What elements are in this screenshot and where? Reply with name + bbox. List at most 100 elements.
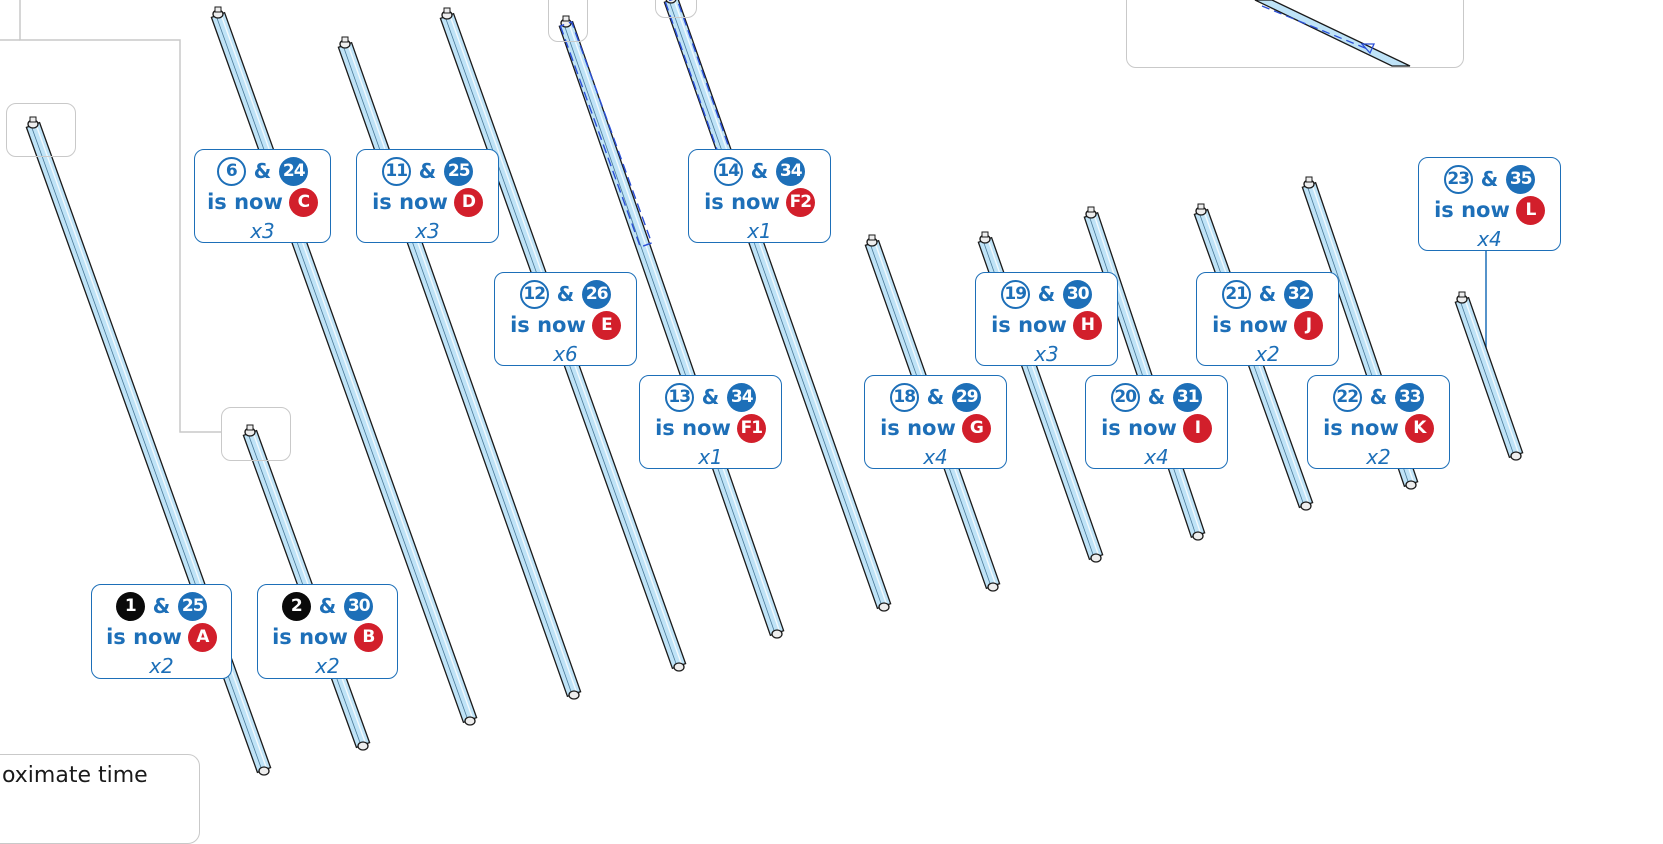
quantity-text: x4: [1144, 445, 1169, 469]
part-letter-badge: I: [1182, 413, 1212, 443]
ampersand: &: [1369, 385, 1388, 409]
old-part-number-badge: 6: [216, 156, 246, 186]
is-now-text: is now: [880, 416, 956, 440]
old-part-number-badge: 14: [713, 156, 743, 186]
is-now-text: is now: [1101, 416, 1177, 440]
part-letter-badge: L: [1515, 195, 1545, 225]
quantity-text: x3: [415, 219, 440, 243]
part-letter-badge: C: [288, 187, 318, 217]
quantity-text: x4: [1477, 227, 1502, 251]
part-ref-row: 13&34: [640, 380, 781, 414]
part-letter-badge: E: [591, 310, 621, 340]
part-letter-badge: J: [1293, 310, 1323, 340]
new-part-number-badge: 31: [1173, 382, 1203, 412]
highlight-outline: [664, 0, 734, 163]
quantity-text: x3: [250, 219, 275, 243]
metal-rod: [1454, 291, 1524, 461]
metal-rod: [558, 15, 785, 639]
is-now-text: is now: [1323, 416, 1399, 440]
part-letter-badge: H: [1072, 310, 1102, 340]
is-now-text: is now: [106, 625, 182, 649]
quantity-text: x1: [698, 445, 723, 469]
ampersand: &: [750, 159, 769, 183]
quantity-text: x3: [1034, 342, 1059, 366]
part-ref-row: 1&25: [92, 589, 231, 623]
old-part-number-badge: 2: [281, 591, 311, 621]
old-part-number-badge: 20: [1110, 382, 1140, 412]
quantity-text: x4: [923, 445, 948, 469]
part-ref-row: 2&30: [258, 589, 397, 623]
part-letter-badge: D: [453, 187, 483, 217]
old-part-number-badge: 13: [664, 382, 694, 412]
quantity-text: x6: [553, 342, 578, 366]
new-part-number-badge: 29: [952, 382, 982, 412]
is-now-text: is now: [704, 190, 780, 214]
new-part-number-badge: 25: [444, 156, 474, 186]
rod-end-callout-box: [221, 407, 291, 461]
ampersand: &: [1147, 385, 1166, 409]
new-part-number-badge: 34: [727, 382, 757, 412]
detail-view-box: [1126, 0, 1464, 68]
part-letter-badge: G: [961, 413, 991, 443]
part-ref-row: 22&33: [1308, 380, 1449, 414]
quantity-text: x2: [149, 654, 174, 678]
new-part-number-badge: 32: [1284, 279, 1314, 309]
is-now-text: is now: [1212, 313, 1288, 337]
part-letter-badge: F2: [785, 187, 815, 217]
new-part-number-badge: 25: [178, 591, 208, 621]
old-part-number-badge: 1: [115, 591, 145, 621]
old-part-number-badge: 22: [1332, 382, 1362, 412]
ampersand: &: [1258, 282, 1277, 306]
ampersand: &: [1480, 167, 1499, 191]
ampersand: &: [253, 159, 272, 183]
ampersand: &: [556, 282, 575, 306]
rod-end-callout-box: [655, 0, 697, 18]
metal-rod: [1083, 206, 1206, 541]
part-ref-row: 11&25: [357, 154, 498, 188]
is-now-text: is now: [655, 416, 731, 440]
old-part-number-badge: 23: [1443, 164, 1473, 194]
part-letter-badge: B: [353, 622, 383, 652]
ampersand: &: [1037, 282, 1056, 306]
part-letter-badge: K: [1404, 413, 1434, 443]
is-now-text: is now: [991, 313, 1067, 337]
part-ref-row: 12&26: [495, 277, 636, 311]
detail-callout: [1254, 0, 1411, 67]
quantity-text: x2: [1255, 342, 1280, 366]
is-now-text: is now: [510, 313, 586, 337]
is-now-text: is now: [1434, 198, 1510, 222]
quantity-text: x2: [1366, 445, 1391, 469]
quantity-text: x2: [315, 654, 340, 678]
time-estimate-text: oximate time: [2, 763, 148, 788]
ampersand: &: [701, 385, 720, 409]
part-ref-row: 21&32: [1197, 277, 1338, 311]
ampersand: &: [152, 594, 171, 618]
ampersand: &: [418, 159, 437, 183]
ampersand: &: [318, 594, 337, 618]
new-part-number-badge: 34: [776, 156, 806, 186]
part-ref-row: 18&29: [865, 380, 1006, 414]
is-now-text: is now: [272, 625, 348, 649]
part-ref-row: 19&30: [976, 277, 1117, 311]
quantity-text: x1: [747, 219, 772, 243]
old-part-number-badge: 19: [1000, 279, 1030, 309]
new-part-number-badge: 26: [582, 279, 612, 309]
